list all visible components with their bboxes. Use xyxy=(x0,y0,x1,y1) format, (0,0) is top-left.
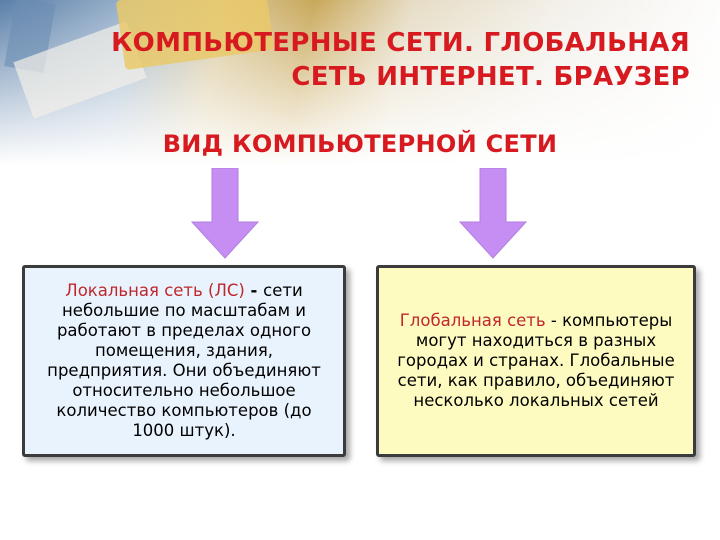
global-network-box: Глобальная сеть - компьютеры могут наход… xyxy=(376,265,696,457)
global-network-separator: - xyxy=(545,311,563,330)
global-network-description: компьютеры могут находиться в разных гор… xyxy=(397,311,675,410)
slide-title: КОМПЬЮТЕРНЫЕ СЕТИ. ГЛОБАЛЬНАЯ СЕТЬ ИНТЕР… xyxy=(90,26,690,94)
down-arrow-icon xyxy=(190,168,260,259)
down-arrow-shape xyxy=(458,168,528,259)
slide-title-line-1: КОМПЬЮТЕРНЫЕ СЕТИ. ГЛОБАЛЬНАЯ xyxy=(111,28,690,58)
down-arrow-icon xyxy=(458,168,528,259)
local-network-term: Локальная сеть (ЛС) xyxy=(65,281,245,300)
local-network-description: сети небольшие по масштабам и работают в… xyxy=(47,281,321,440)
section-heading: ВИД КОМПЬЮТЕРНОЙ СЕТИ xyxy=(162,130,558,158)
down-arrow-shape xyxy=(190,168,260,259)
local-network-text: Локальная сеть (ЛС) - сети небольшие по … xyxy=(37,281,331,441)
local-network-separator: - xyxy=(244,281,264,300)
local-network-box: Локальная сеть (ЛС) - сети небольшие по … xyxy=(22,265,346,457)
slide-title-line-2: СЕТЬ ИНТЕРНЕТ. БРАУЗЕР xyxy=(291,62,690,92)
global-network-term: Глобальная сеть xyxy=(399,311,546,330)
global-network-text: Глобальная сеть - компьютеры могут наход… xyxy=(391,311,681,411)
